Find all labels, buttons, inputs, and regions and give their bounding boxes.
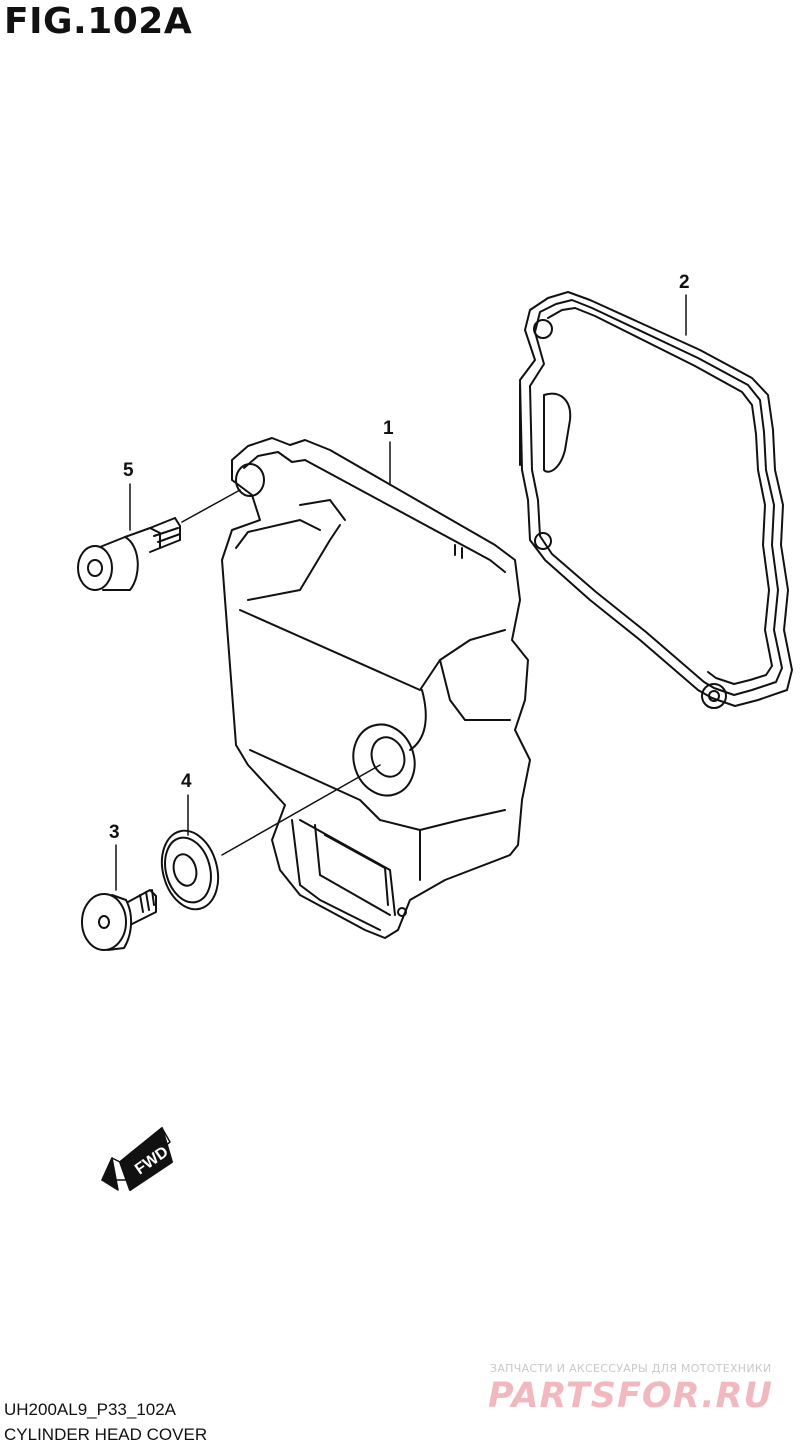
callout-3: 3 [109, 822, 120, 843]
figure-caption: CYLINDER HEAD COVER [4, 1425, 208, 1444]
leader-lines [115, 294, 687, 891]
gasket-part [519, 291, 793, 709]
callout-4: 4 [181, 771, 192, 792]
callout-1: 1 [383, 418, 394, 439]
figure-title: FIG.102A [4, 1, 193, 42]
bolt-lower-part [81, 889, 157, 951]
watermark-brand: PARTSFOR.RU [488, 1376, 773, 1416]
callout-2: 2 [679, 272, 690, 293]
washer-part [160, 829, 220, 911]
bolt-upper-part [77, 517, 181, 591]
figure-code: UH200AL9_P33_102A [4, 1400, 177, 1419]
assembly-line-bolt5 [181, 489, 241, 523]
assembly-line-bolt3 [221, 764, 381, 856]
fwd-arrow-icon [101, 1127, 173, 1191]
cylinder-head-cover-part [221, 437, 531, 939]
callout-5: 5 [123, 460, 134, 481]
watermark-tagline: ЗАПЧАСТИ И АКСЕССУАРЫ ДЛЯ МОТОТЕХНИКИ [490, 1362, 772, 1375]
